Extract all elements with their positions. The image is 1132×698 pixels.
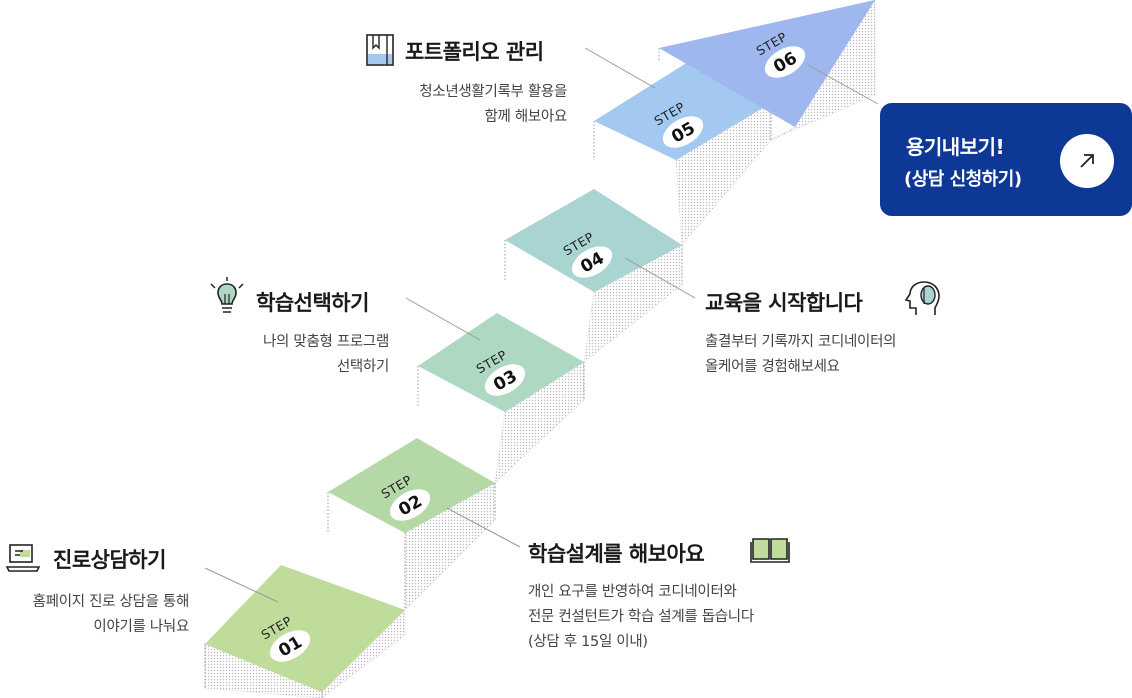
step-2-title: 학습설계를 해보아요 xyxy=(528,542,705,566)
step-number-badge xyxy=(389,489,431,521)
step-2-face xyxy=(328,438,495,533)
step-4-face xyxy=(505,189,682,292)
step-number-badge xyxy=(484,364,526,396)
step-1-title: 진로상담하기 xyxy=(53,548,166,572)
step-number-badge xyxy=(764,46,806,78)
step-side-4 xyxy=(494,361,585,484)
leader-lines xyxy=(204,47,879,603)
step-number-badge xyxy=(571,246,613,278)
open-book-icon xyxy=(750,533,790,571)
cta-subtitle: (상담 신청하기) xyxy=(904,169,1022,190)
step-1-description: 홈페이지 진로 상담을 통해 이야기를 나눠요 xyxy=(32,594,190,635)
step-3-title: 학습선택하기 xyxy=(256,291,369,315)
step-side-3 xyxy=(404,482,496,611)
step-4-title: 교육을 시작합니다 xyxy=(705,291,863,315)
step-5-description: 청소년생활기록부 활용을 함께 해보아요 xyxy=(419,84,567,125)
staircase-tops xyxy=(205,0,875,692)
laptop-chat-icon xyxy=(5,541,41,579)
step-number-badge xyxy=(269,630,311,662)
step-number-badge xyxy=(662,116,704,148)
step-3-description: 나의 맞춤형 프로그램 선택하기 xyxy=(263,334,389,375)
head-brain-icon xyxy=(902,278,942,322)
staircase-sides xyxy=(204,0,876,698)
step-1-face xyxy=(205,565,405,692)
consultation-cta-button[interactable]: 용기내보기! (상담 신청하기) xyxy=(880,103,1132,216)
step-4-description: 출결부터 기록까지 코디네이터의 올케어를 경험해보세요 xyxy=(705,334,897,375)
step-2-description: 개인 요구를 반영하여 코디네이터와 전문 컨설턴트가 학습 설계를 돕습니다 … xyxy=(528,584,754,650)
lightbulb-icon xyxy=(208,276,246,320)
step-3-face xyxy=(418,313,584,412)
notebook-icon xyxy=(364,32,396,72)
step-side-2 xyxy=(321,609,406,698)
step-5-title: 포트폴리오 관리 xyxy=(405,40,544,64)
cta-title: 용기내보기! xyxy=(906,135,1005,159)
arrow-up-right-icon[interactable] xyxy=(1060,134,1114,188)
